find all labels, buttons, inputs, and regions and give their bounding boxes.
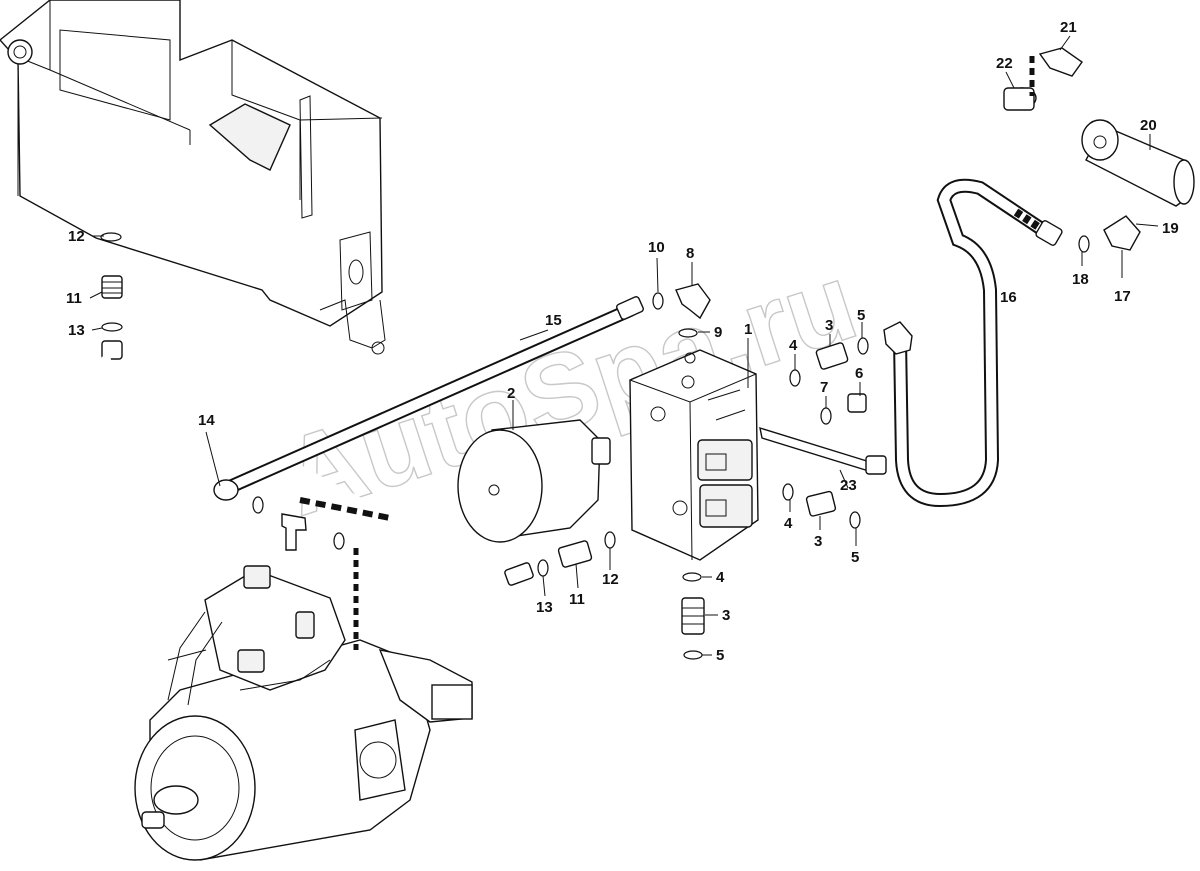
callout-17: 17	[1114, 288, 1131, 305]
filter-assembly	[1003, 47, 1195, 253]
callout-2: 2	[507, 385, 515, 402]
callout-12: 12	[602, 571, 619, 588]
accumulator	[457, 419, 611, 543]
callout-4: 4	[789, 337, 798, 354]
leader-lines	[89, 35, 1159, 656]
callout-23: 23	[840, 477, 857, 494]
callout-14: 14	[198, 412, 215, 429]
callout-5: 5	[716, 647, 724, 664]
callout-5: 5	[857, 307, 865, 324]
callout-22: 22	[996, 55, 1013, 72]
callout-9: 9	[714, 324, 722, 341]
callout-18: 18	[1072, 271, 1089, 288]
hydraulic-tank	[0, 0, 386, 355]
callout-12: 12	[68, 228, 85, 245]
callout-labels: 12 11 13 14 15 10 8 9 1 2 4 3 5 7 6 23 4…	[66, 19, 1179, 664]
hose-16	[883, 178, 1063, 508]
callout-5: 5	[851, 549, 859, 566]
callout-7: 7	[820, 379, 828, 396]
callout-13: 13	[536, 599, 553, 616]
valve-fittings	[537, 283, 887, 660]
callout-19: 19	[1162, 220, 1179, 237]
callout-11: 11	[569, 591, 585, 608]
callout-1: 1	[744, 321, 752, 338]
left-fitting-stack	[100, 232, 123, 360]
hydraulic-pump	[134, 565, 473, 861]
callout-4: 4	[784, 515, 793, 532]
callout-20: 20	[1140, 117, 1157, 134]
callout-3: 3	[722, 607, 730, 624]
callout-10: 10	[648, 239, 665, 256]
callout-21: 21	[1060, 19, 1077, 36]
valve-block	[629, 349, 759, 561]
callout-3: 3	[814, 533, 822, 550]
hose-14	[100, 355, 534, 604]
callout-15: 15	[545, 312, 562, 329]
callout-16: 16	[1000, 289, 1017, 306]
callout-3: 3	[825, 317, 833, 334]
callout-13: 13	[68, 322, 85, 339]
callout-11: 11	[66, 290, 82, 307]
callout-6: 6	[855, 365, 863, 382]
callout-8: 8	[686, 245, 694, 262]
hose-15	[213, 296, 644, 551]
callout-4: 4	[716, 569, 725, 586]
